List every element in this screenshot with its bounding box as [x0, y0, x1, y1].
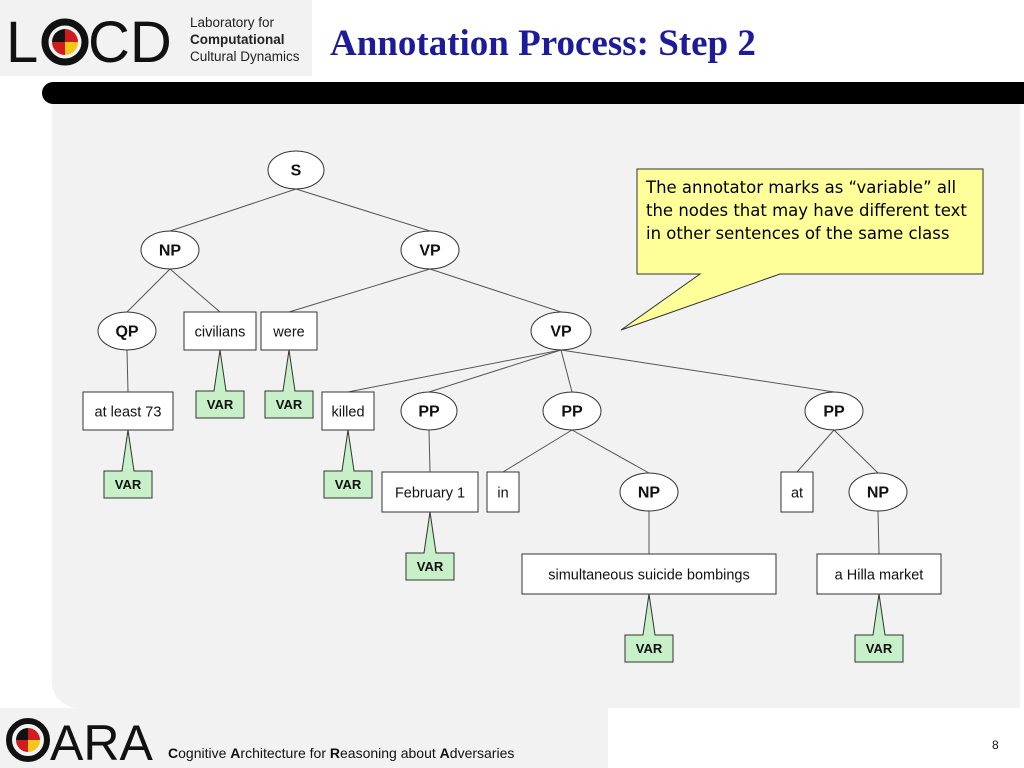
subtitle-word-2: Architecture for: [230, 745, 330, 761]
lccd-logo: L CD Laboratory for Computational Cultur…: [0, 0, 312, 76]
var-tag-label: VAR: [276, 397, 303, 412]
tree-node-killed: killed: [321, 391, 375, 431]
tree-edge-vp2-killed: [347, 349, 562, 393]
tree-edge-vp1-vp2: [429, 268, 562, 313]
tree-edge-vp2-pp2: [560, 349, 573, 393]
maryland-flag-icon: [41, 18, 89, 66]
cara-logo: ARA: [0, 708, 608, 768]
var-tag-civilians: VAR: [195, 349, 245, 419]
tree-edge-pp3-np3: [833, 429, 879, 474]
subtitle-word-4: Adversaries: [439, 745, 515, 761]
tree-node-civilians: civilians: [183, 311, 257, 351]
tree-node-label: QP: [115, 324, 138, 341]
tree-node-vp2: VP: [530, 311, 592, 351]
callout-bubble: [620, 168, 984, 331]
tree-edge-vp2-pp3: [560, 349, 835, 393]
var-tag-atleast: VAR: [103, 429, 153, 499]
tree-node-label: at: [791, 486, 803, 502]
var-tag-killed: VAR: [323, 429, 373, 499]
subtitle-word-3: Reasoning about: [329, 745, 440, 761]
tree-node-label: NP: [159, 243, 182, 260]
tree-edge-np3-hilla: [877, 510, 880, 555]
var-tag-label: VAR: [207, 397, 234, 412]
lccd-letters-cd: CD: [88, 10, 172, 75]
lccd-letter-l: L: [6, 10, 38, 75]
tree-node-bombings: simultaneous suicide bombings: [521, 553, 777, 595]
cara-subtitle: Cognitive Architecture for Reasoning abo…: [168, 745, 514, 761]
lab-line-1: Laboratory for: [190, 15, 275, 30]
tree-edge-pp2-np2: [571, 429, 650, 474]
lab-line-3: Cultural Dynamics: [190, 49, 300, 64]
tree-node-label: February 1: [395, 486, 465, 502]
tree-node-pp3: PP: [804, 391, 864, 431]
subtitle-word-1: Cognitive: [168, 745, 231, 761]
var-tag-label: VAR: [335, 477, 362, 492]
var-tag-label: VAR: [417, 559, 444, 574]
tree-node-at: at: [780, 471, 814, 513]
var-tag-label: VAR: [866, 641, 893, 656]
tree-edge-vp1-were: [288, 268, 431, 313]
tree-node-label: NP: [867, 485, 890, 502]
tree-node-label: NP: [638, 485, 661, 502]
cara-letters: ARA: [50, 715, 153, 768]
tree-node-feb: February 1: [381, 471, 479, 513]
tree-node-np2: NP: [619, 472, 679, 512]
maryland-flag-icon: [6, 718, 50, 762]
tree-edge-vp2-pp1: [428, 349, 562, 393]
tree-edge-qp-atleast: [126, 349, 129, 393]
tree-node-were: were: [260, 311, 318, 351]
tree-node-qp: QP: [97, 311, 157, 351]
var-tag-bombings: VAR: [624, 593, 674, 663]
var-tag-hilla: VAR: [854, 593, 904, 663]
header-bar: [42, 82, 1024, 104]
var-tag-label: VAR: [636, 641, 663, 656]
tree-node-label: were: [272, 325, 304, 341]
tree-node-vp1: VP: [400, 230, 460, 270]
tree-node-in: in: [486, 471, 520, 513]
tree-node-label: simultaneous suicide bombings: [548, 568, 750, 584]
tree-node-label: at least 73: [95, 405, 162, 421]
tree-node-hilla: a Hilla market: [816, 553, 942, 595]
tree-node-label: a Hilla market: [835, 568, 924, 584]
tree-node-np1: NP: [140, 230, 200, 270]
tree-node-label: PP: [561, 404, 583, 421]
tree-edge-np1-civilians: [169, 268, 221, 313]
slide-title: Annotation Process: Step 2: [330, 23, 756, 64]
var-tag-feb: VAR: [405, 511, 455, 581]
lab-name: Laboratory for Computational Cultural Dy…: [190, 14, 300, 65]
tree-edge-pp1-feb: [428, 429, 431, 473]
tree-node-label: PP: [418, 404, 440, 421]
page-number: 8: [992, 738, 999, 752]
var-tag-label: VAR: [115, 477, 142, 492]
tree-edge-s-np1: [169, 188, 297, 232]
tree-edge-np1-qp: [126, 268, 171, 313]
tree-node-label: PP: [823, 404, 845, 421]
tree-node-atleast: at least 73: [82, 391, 174, 431]
tree-node-s: S: [267, 150, 325, 190]
lab-line-2: Computational: [190, 32, 285, 47]
var-tag-were: VAR: [264, 349, 314, 419]
tree-node-pp1: PP: [400, 391, 458, 431]
tree-node-np3: NP: [848, 472, 908, 512]
tree-node-label: civilians: [195, 325, 246, 341]
callout-text: The annotator marks as “variable” all th…: [646, 178, 967, 243]
tree-edge-pp2-in: [502, 429, 573, 473]
tree-node-label: killed: [331, 405, 364, 421]
tree-node-label: VP: [419, 243, 441, 260]
tree-node-label: in: [497, 486, 508, 502]
tree-node-label: S: [291, 163, 302, 180]
tree-node-label: VP: [550, 324, 572, 341]
tree-node-pp2: PP: [542, 391, 602, 431]
tree-edge-s-vp1: [295, 188, 431, 232]
tree-edge-pp3-at: [796, 429, 835, 473]
